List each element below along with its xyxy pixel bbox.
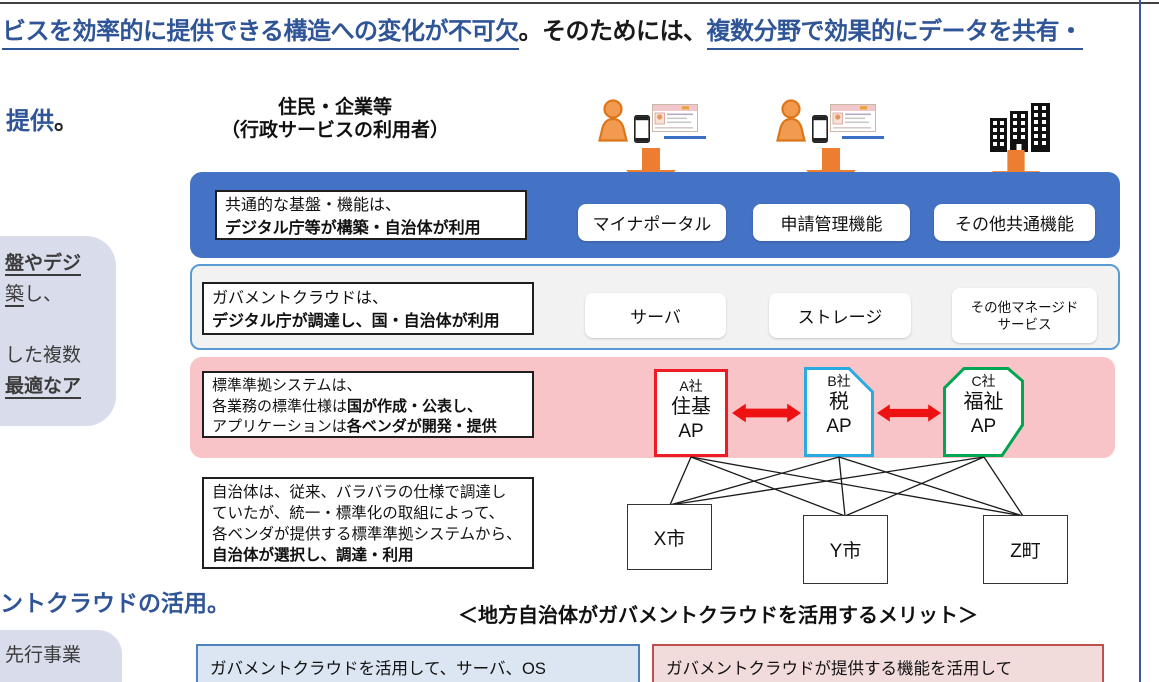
ap-a-company: A社 [679,378,703,394]
users-header-line2: （行政サービスの利用者） [220,120,449,141]
merit-left-text: ガバメントクラウドを活用して、サーバ、OS [210,660,546,678]
top-sentence-seg2: 。そのためには、 [518,18,708,45]
procurement-line3: 各ベンダが提供する標準準拠システムから、 [212,526,522,543]
card-underline [664,136,706,139]
note-top-line3: した複数 [5,345,82,366]
cloud-note-line1: ガバメントクラウドは、 [212,290,389,307]
cloud-band-note: ガバメントクラウドは、 デジタル庁が調達し、国・自治体が利用 [202,282,534,335]
note-top-line2-rest: し、 [24,284,63,305]
item-other-common-functions: その他共通機能 [934,204,1095,241]
merit-right-text: ガバメントクラウドが提供する機能を活用して [666,660,1013,678]
note-bottom-text: 先行事業 [5,645,82,666]
ap-b-system: 税 [829,391,849,413]
standard-band-note: 標準準拠システムは、 各業務の標準仕様は国が作成・公表し、 アプリケーションは各… [202,371,534,438]
fragment-teikyo-period: 。 [54,108,78,135]
item-application-management: 申請管理機能 [753,204,910,241]
right-border-line [1139,0,1141,682]
fragment-teikyo: 提供。 [6,101,78,136]
ap-c-text: C社 福祉 AP [943,367,1024,439]
standard-note-line1: 標準準拠システムは、 [212,377,362,394]
ap-b-shape [804,367,874,457]
municipality-y: Y市 [803,515,888,584]
double-arrow-icon [732,403,801,423]
item-other-managed-services: その他マネージド サービス [952,288,1097,343]
procurement-line1: 自治体は、従来、バラバラの仕様で調達し [212,484,507,501]
note-box-leading-project: 先行事業 [0,630,122,682]
common-band-note: 共通的な基盤・機能は、 デジタル庁等が構築・自治体が利用 [215,190,527,240]
ap-c-company: C社 [971,373,996,389]
top-sentence: ビスを効率的に提供できる構造への変化が不可欠。そのためには、複数分野で効果的にデ… [2,11,1083,50]
double-arrow-icon [877,404,941,422]
standard-note-line2b: 国が作成・公表し、 [347,397,483,415]
procurement-line4: 自治体が選択し、調達・利用 [212,547,414,564]
heading-cloud-utilization: ントクラウドの活用。 [0,590,230,616]
top-sentence-seg3: 複数分野で効果的にデータを共有・ [706,18,1083,50]
standard-note-line3a: アプリケーションは [212,418,347,435]
note-top-line1: 盤やデジ [5,253,82,276]
buildings-icon [990,103,1050,152]
smartphone-icon [634,115,650,143]
users-header-line1: 住民・企業等 [277,97,392,118]
id-card-icon [652,104,698,132]
procurement-line2: ていたが、統一・標準化の取組によって、 [212,505,505,522]
ap-a-label: AP [678,421,704,442]
ap-a-system: 住基 [671,396,711,418]
municipality-x: X市 [627,504,712,570]
ap-b-text: B社 税 AP [804,367,874,439]
item-other-managed-line1: その他マネージド [970,299,1079,315]
person-icon [598,99,628,142]
ap-box-b: B社 税 AP [804,367,874,457]
procurement-note: 自治体は、従来、バラバラの仕様で調達し ていたが、統一・標準化の取組によって、 … [202,477,534,569]
fragment-teikyo-text: 提供 [6,108,54,135]
municipality-z: Z町 [983,515,1068,584]
merit-right-box: ガバメントクラウドが提供する機能を活用して [652,644,1104,682]
note-box-digital-infra: 盤やデジ 築し、 した複数 最適なア [0,236,116,426]
ap-c-shape [943,367,1024,457]
ap-b-label: AP [826,416,852,437]
standard-note-line2a: 各業務の標準仕様は [212,397,348,415]
smartphone-icon [812,115,828,143]
standard-note-line3b: 各ベンダが開発・提供 [346,418,497,435]
cloud-note-line2: デジタル庁が調達し、国・自治体が利用 [212,313,500,330]
item-other-managed-line2: サービス [997,316,1052,332]
id-card-icon [830,104,876,132]
users-header: 住民・企業等 （行政サービスの利用者） [198,96,472,142]
person-icon [776,99,806,142]
ap-box-c: C社 福祉 AP [943,367,1024,457]
connection-lines [669,456,1024,517]
common-note-line2: デジタル庁等が構築・自治体が利用 [225,220,481,237]
merit-heading: ＜地方自治体がガバメントクラウドを活用するメリット＞ [458,605,978,627]
ap-c-system: 福祉 [963,391,1004,413]
ap-b-company: B社 [827,373,851,389]
ap-box-a: A社 住基 AP [654,369,728,457]
note-top-line2-underlined: 築 [5,284,25,307]
item-mynaportal: マイナポータル [578,204,726,241]
common-note-line1: 共通的な基盤・機能は、 [225,197,402,214]
top-sentence-seg1: ビスを効率的に提供できる構造への変化が不可欠 [2,18,519,50]
item-server: サーバ [585,293,726,338]
ap-c-label: AP [970,416,997,437]
item-storage: ストレージ [769,293,911,338]
card-underline [842,136,884,139]
note-top-line4: 最適なア [5,376,82,399]
top-border-line [0,2,1159,4]
merit-left-box: ガバメントクラウドを活用して、サーバ、OS [196,644,640,682]
